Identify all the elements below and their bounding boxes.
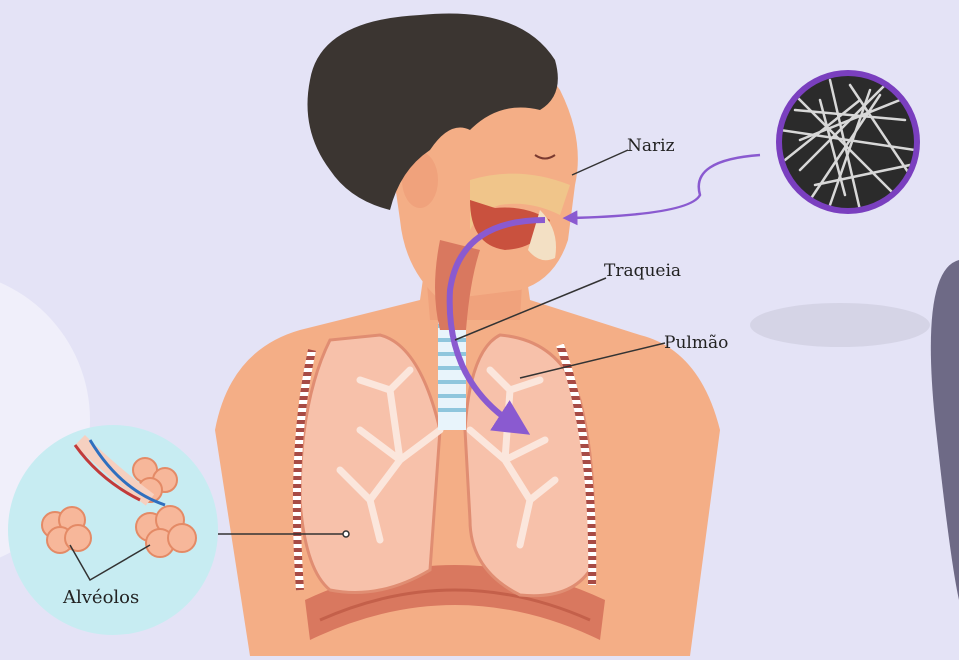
label-lung: Pulmão xyxy=(664,333,728,353)
label-nose: Nariz xyxy=(627,136,675,156)
head xyxy=(308,13,578,330)
label-trachea: Traqueia xyxy=(604,261,681,281)
label-alveoli: Alvéolos xyxy=(63,587,139,608)
fiber-connector-line xyxy=(570,155,760,218)
bg-dark-shape xyxy=(931,260,959,600)
fiber-microscope-inset xyxy=(776,70,920,214)
bg-shadow xyxy=(750,303,930,347)
